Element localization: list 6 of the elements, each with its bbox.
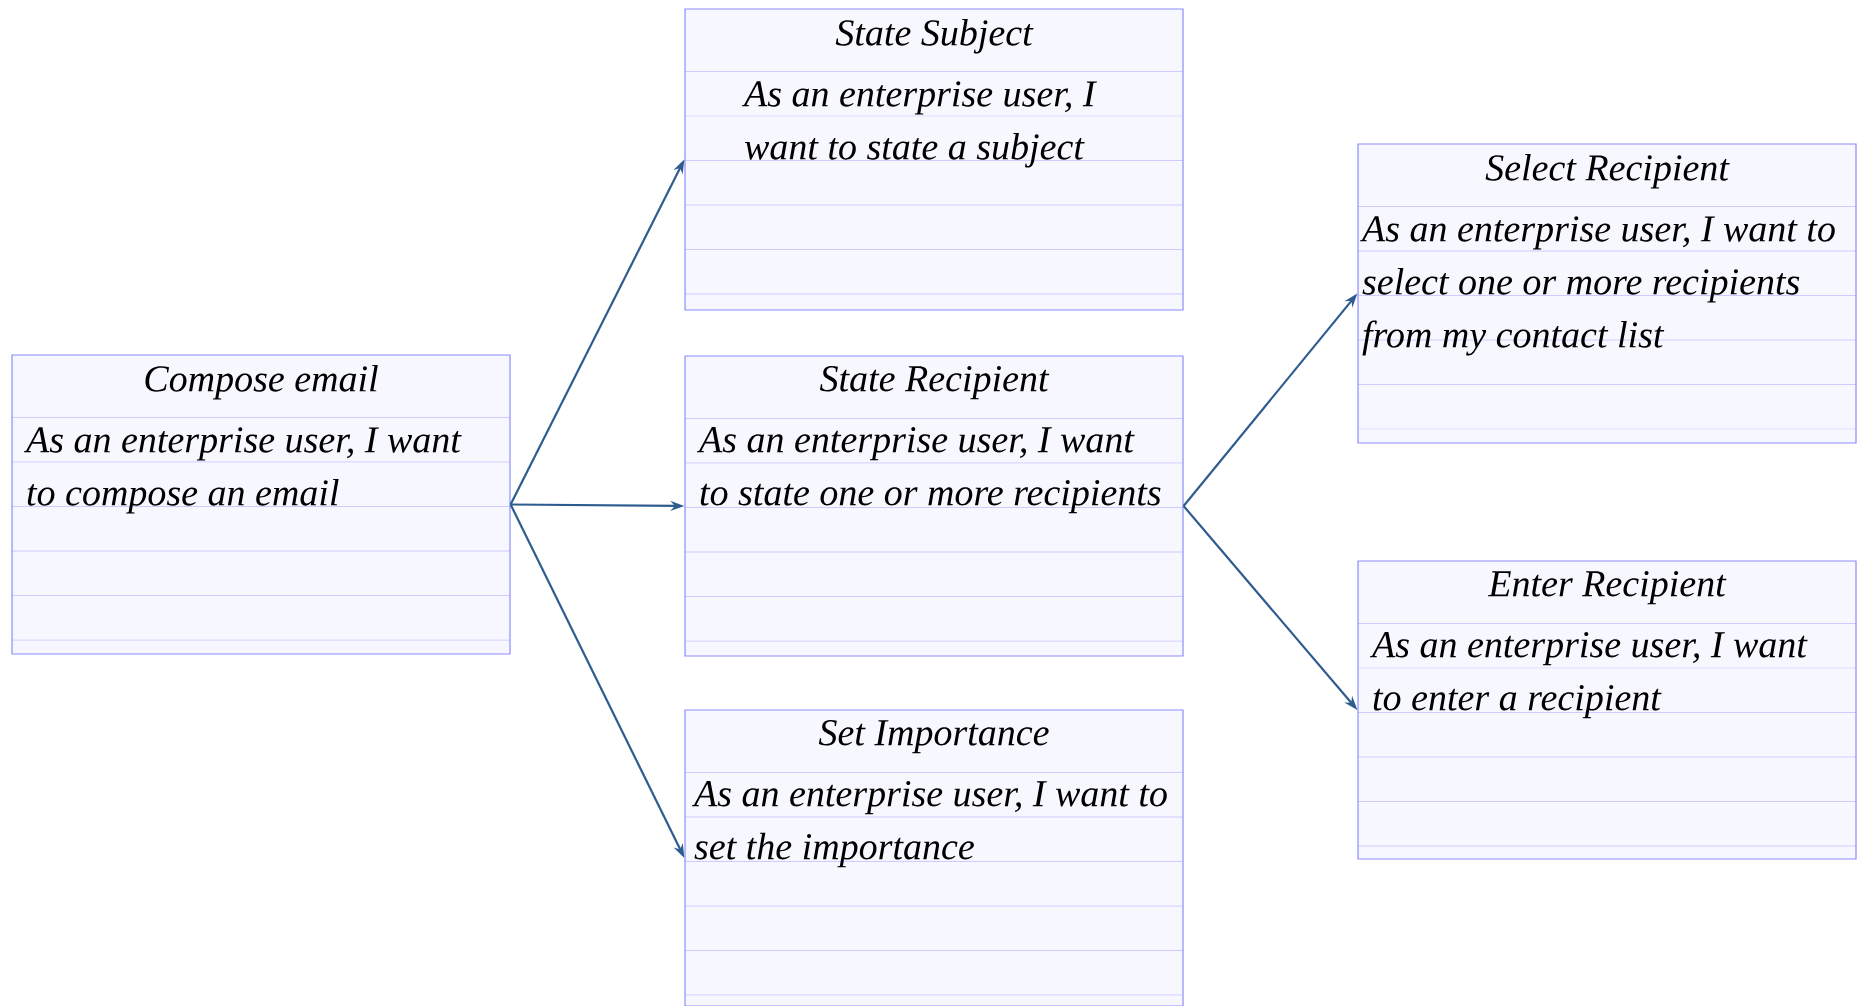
story-card: Compose email As an enterprise user, I want to compose an email <box>11 354 511 655</box>
story-card: State Subject As an enterprise user, I want to state a subject <box>684 8 1184 311</box>
story-card: State Recipient As an enterprise user, I want to state one or more recipients <box>684 355 1184 657</box>
story-card: Set Importance As an enterprise user, I want to set the importance <box>684 709 1184 1006</box>
story-card: Enter Recipient As an enterprise user, I want to enter a recipient <box>1357 560 1857 860</box>
story-card: Select Recipient As an enterprise user, I want to select one or more recipients from my contact list <box>1357 143 1857 444</box>
